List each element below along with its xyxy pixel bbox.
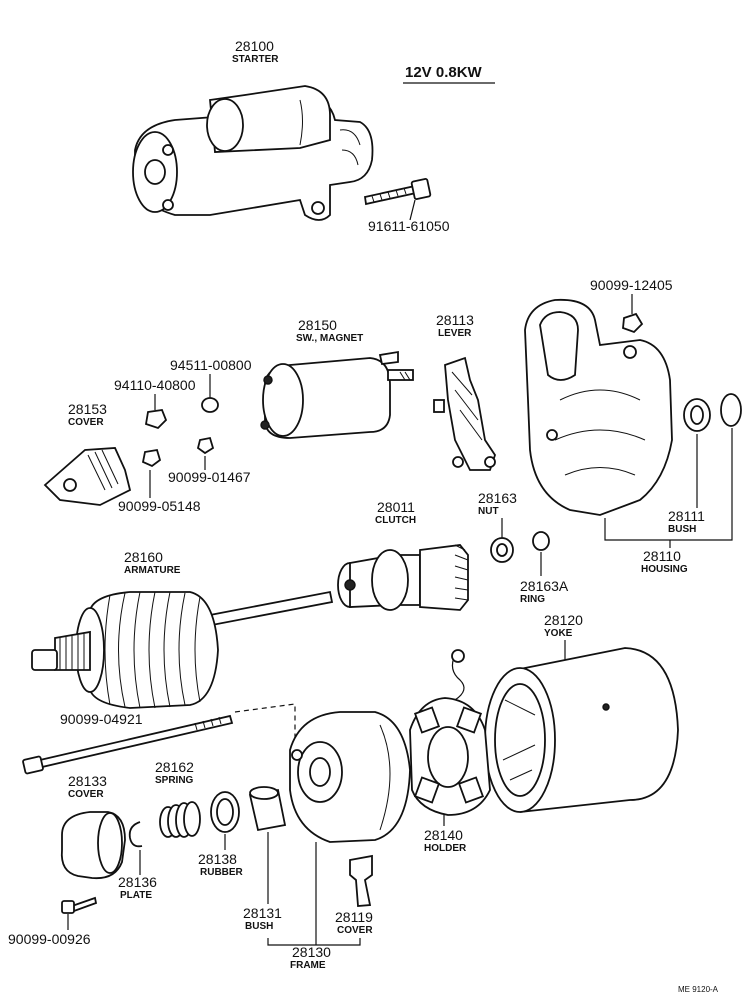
yoke-drawing bbox=[484, 647, 679, 813]
part-name-starter: STARTER bbox=[232, 54, 279, 65]
part-number-28150: 28150 bbox=[298, 317, 337, 333]
part-name-cover-28153: COVER bbox=[68, 417, 104, 428]
part-number-28160: 28160 bbox=[124, 549, 163, 565]
part-number-91611-61050: 91611-61050 bbox=[368, 218, 450, 234]
part-number-90099-00926: 90099-00926 bbox=[8, 931, 91, 947]
part-number-90099-12405: 90099-12405 bbox=[590, 277, 673, 293]
voltage-spec: 12V 0.8KW bbox=[405, 64, 483, 81]
nut-90099-12405 bbox=[622, 312, 644, 334]
part-name-clutch: CLUTCH bbox=[375, 515, 416, 526]
part-name-cover-28133: COVER bbox=[68, 789, 104, 800]
part-number-28136: 28136 bbox=[118, 874, 157, 890]
part-number-28153: 28153 bbox=[68, 401, 107, 417]
part-number-28011: 28011 bbox=[377, 499, 415, 515]
ring-28163A bbox=[532, 531, 550, 551]
part-name-ring: RING bbox=[520, 594, 545, 605]
part-number-28110: 28110 bbox=[643, 548, 681, 564]
terminal-cover-drawing bbox=[43, 447, 132, 506]
housing-bracket bbox=[604, 428, 733, 541]
cover-28119 bbox=[349, 854, 373, 907]
drawing-code: ME 9120-A bbox=[678, 985, 719, 994]
part-name-cover-28119: COVER bbox=[337, 925, 373, 936]
housing-drawing bbox=[524, 298, 673, 516]
part-name-armature: ARMATURE bbox=[124, 565, 181, 576]
part-number-94511-00800: 94511-00800 bbox=[170, 357, 252, 373]
part-name-nut: NUT bbox=[478, 506, 499, 517]
part-number-28111: 28111 bbox=[668, 508, 705, 524]
part-name-bush-28131: BUSH bbox=[245, 921, 273, 932]
part-number-28163A: 28163A bbox=[520, 578, 569, 594]
bush-ring bbox=[720, 393, 742, 427]
armature-drawing bbox=[31, 590, 334, 709]
plate-28136 bbox=[128, 821, 143, 848]
part-number-28100: 28100 bbox=[235, 38, 274, 54]
part-number-28131: 28131 bbox=[243, 905, 282, 921]
part-number-28163: 28163 bbox=[478, 490, 517, 506]
part-number-28113: 28113 bbox=[436, 312, 474, 328]
part-name-bush-28111: BUSH bbox=[668, 524, 696, 535]
part-name-spring: SPRING bbox=[155, 775, 194, 786]
nut-94110 bbox=[144, 409, 168, 430]
through-bolt-drawing bbox=[22, 714, 234, 775]
part-name-frame: FRAME bbox=[290, 960, 326, 971]
part-number-28119: 28119 bbox=[335, 909, 373, 925]
part-name-holder: HOLDER bbox=[424, 843, 467, 854]
part-name-lever: LEVER bbox=[438, 328, 472, 339]
part-number-28162: 28162 bbox=[155, 759, 194, 775]
bolt-alignment-dashed bbox=[234, 703, 296, 740]
leader-91611 bbox=[409, 199, 416, 221]
part-number-28120: 28120 bbox=[544, 612, 583, 628]
brush-holder-drawing bbox=[409, 649, 491, 816]
part-name-rubber: RUBBER bbox=[200, 867, 244, 878]
screw-90099-00926 bbox=[61, 896, 98, 914]
end-cover-drawing bbox=[60, 811, 126, 880]
frame-bracket bbox=[267, 938, 361, 946]
part-number-28133: 28133 bbox=[68, 773, 107, 789]
spring-drawing bbox=[159, 801, 201, 838]
part-name-magnet-switch: SW., MAGNET bbox=[296, 333, 363, 344]
part-name-yoke: YOKE bbox=[544, 628, 573, 639]
bolt-91611-drawing bbox=[363, 178, 432, 206]
part-number-28140: 28140 bbox=[424, 827, 463, 843]
part-number-28138: 28138 bbox=[198, 851, 237, 867]
clutch-drawing bbox=[337, 544, 469, 611]
washer-94511 bbox=[201, 397, 219, 413]
nut-90099-05148 bbox=[141, 448, 162, 468]
lever-drawing bbox=[433, 356, 496, 471]
part-number-94110-40800: 94110-40800 bbox=[114, 377, 196, 393]
starter-assembly-drawing bbox=[132, 85, 374, 221]
part-number-90099-04921: 90099-04921 bbox=[60, 711, 143, 727]
nut-90099-01467 bbox=[196, 436, 215, 455]
part-name-plate: PLATE bbox=[120, 890, 152, 901]
part-name-housing: HOUSING bbox=[641, 564, 688, 575]
part-number-90099-05148: 90099-05148 bbox=[118, 498, 201, 514]
part-number-28130: 28130 bbox=[292, 944, 331, 960]
commutator-frame-drawing bbox=[289, 711, 411, 843]
part-number-90099-01467: 90099-01467 bbox=[168, 469, 251, 485]
magnet-switch-drawing bbox=[260, 350, 414, 439]
